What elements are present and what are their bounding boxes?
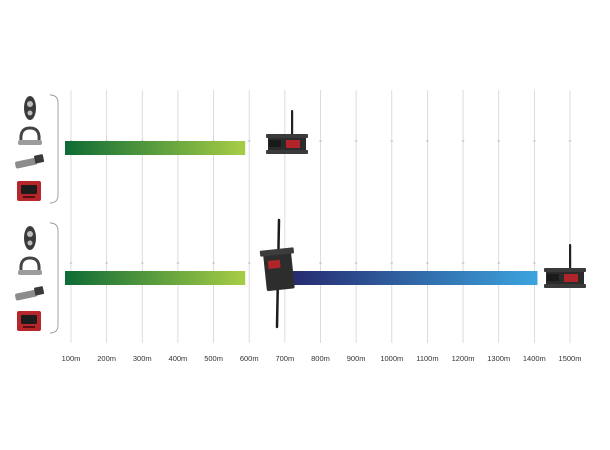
bow-shackle-icon (18, 256, 42, 275)
device-icons (259, 110, 586, 329)
range-bar (65, 141, 246, 155)
range-bar (282, 271, 538, 285)
tick-label: 200m (97, 354, 116, 363)
gridlines (69, 90, 572, 343)
tick-label: 1300m (487, 354, 510, 363)
range-bar (65, 271, 246, 285)
sensor-icons (15, 96, 45, 331)
display-unit-icon (17, 181, 41, 201)
row-brackets (49, 94, 59, 334)
tick-labels: 100m 200m 300m 400m 500m 600m 700m 800m 900m 1000… (62, 354, 582, 363)
tick-label: 900m (347, 354, 366, 363)
tick-label: 700m (275, 354, 294, 363)
tick-label: 1400m (523, 354, 546, 363)
tick-label: 600m (240, 354, 259, 363)
repeater-icon (259, 218, 295, 329)
display-unit-icon (17, 311, 41, 331)
gateway-icon (544, 244, 586, 288)
tick-label: 800m (311, 354, 330, 363)
range-bars (65, 141, 538, 285)
tick-label: 100m (62, 354, 81, 363)
tick-label: 1000m (380, 354, 403, 363)
gateway-icon (266, 110, 308, 154)
load-cell-icon (15, 154, 45, 169)
tick-label: 1500m (559, 354, 582, 363)
row-bracket (49, 222, 59, 334)
shackle-load-pin-icon (24, 96, 36, 120)
row-bracket (49, 94, 59, 204)
tick-label: 500m (204, 354, 223, 363)
shackle-load-pin-icon (24, 226, 36, 250)
bow-shackle-icon (18, 126, 42, 145)
tick-label: 1200m (452, 354, 475, 363)
tick-label: 1100m (416, 354, 438, 363)
load-cell-icon (15, 286, 45, 301)
tick-label: 400m (169, 354, 188, 363)
tick-label: 300m (133, 354, 152, 363)
